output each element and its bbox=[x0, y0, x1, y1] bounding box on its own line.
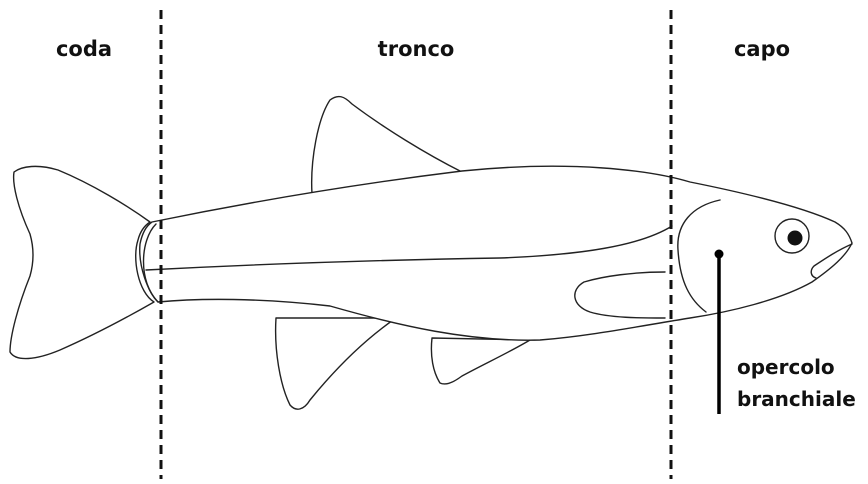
anal-fin bbox=[431, 338, 530, 384]
pelvic-fin bbox=[276, 318, 396, 409]
operculum-label-line1: opercolo bbox=[737, 355, 835, 379]
fish-body bbox=[140, 166, 852, 340]
caudal-fin bbox=[10, 166, 154, 358]
trunk-label: tronco bbox=[378, 37, 455, 61]
operculum-label-line2: branchiale bbox=[737, 387, 856, 411]
head-label: capo bbox=[734, 37, 790, 61]
pupil bbox=[788, 231, 803, 246]
tail-label: coda bbox=[56, 37, 112, 61]
